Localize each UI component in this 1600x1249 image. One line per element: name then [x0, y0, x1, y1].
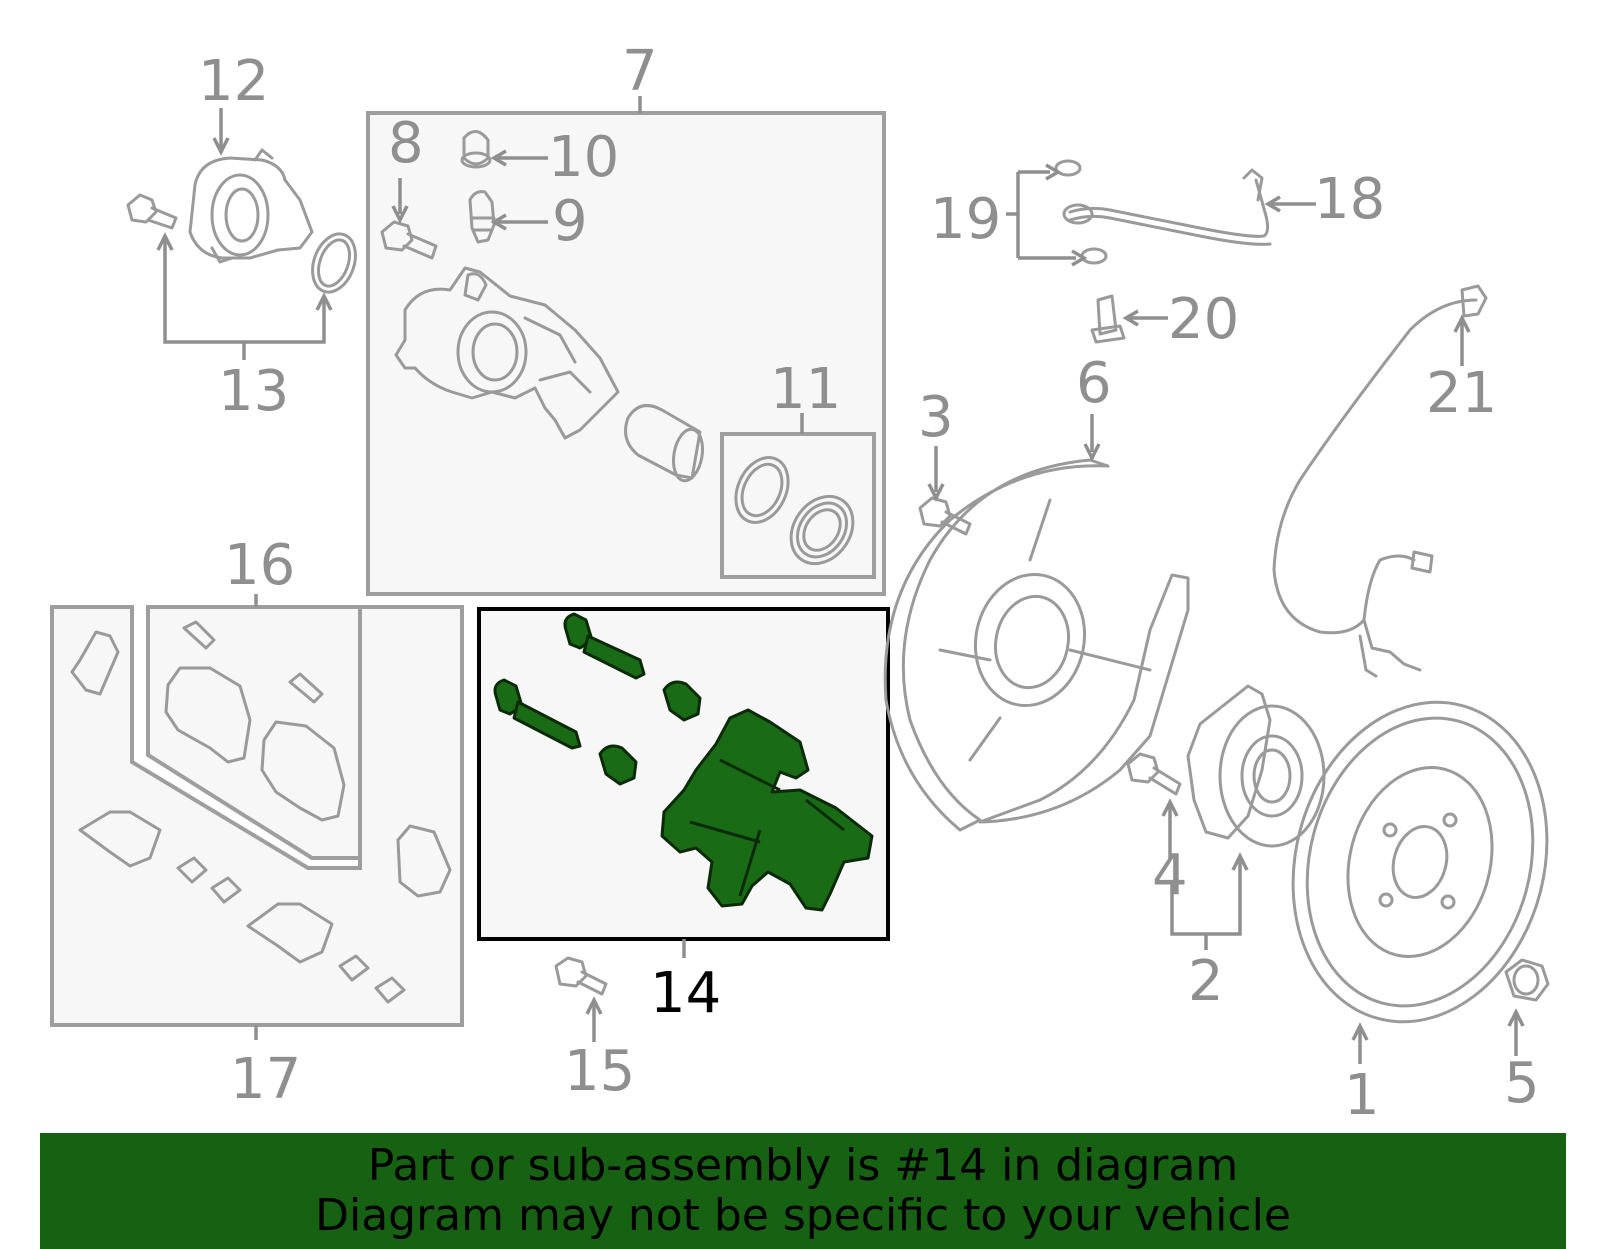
- bracket-bolt: [554, 956, 608, 996]
- caliper-guide-pins: [493, 612, 646, 750]
- callout-1: 1: [1344, 1063, 1380, 1128]
- brake-rotor: [1291, 700, 1549, 1024]
- callout-16: 16: [224, 533, 295, 598]
- brake-hose: [1054, 159, 1272, 265]
- banner-line-part: Part or sub-assembly is #14 in diagram: [367, 1140, 1239, 1191]
- brake-pad-shim: [70, 620, 324, 704]
- callout-7: 7: [622, 39, 658, 104]
- callout-19-bracket: [1006, 170, 1076, 260]
- callout-3: 3: [918, 385, 954, 450]
- callout-19: 19: [930, 187, 1001, 252]
- hose-bolt: [1090, 294, 1126, 344]
- piston: [624, 404, 705, 483]
- callout-15: 15: [564, 1039, 635, 1104]
- callout-4: 4: [1152, 843, 1188, 908]
- piston-seals: [734, 456, 855, 566]
- brake-pads: [164, 666, 346, 822]
- pad-set-box: [146, 605, 362, 860]
- dust-shield: [883, 458, 1190, 832]
- callout-13-bracket: [163, 238, 326, 360]
- bleeder-cap: [460, 130, 492, 169]
- callout-21: 21: [1426, 361, 1497, 426]
- callout-14: 14: [650, 961, 721, 1026]
- bleeder-screw: [468, 190, 496, 244]
- caliper-body: [394, 266, 620, 440]
- callout-20: 20: [1168, 287, 1239, 352]
- callout-5: 5: [1504, 1051, 1540, 1116]
- caliper-bracket: [660, 708, 874, 912]
- callout-9: 9: [552, 189, 588, 254]
- callout-18: 18: [1314, 167, 1385, 232]
- motor-bolt: [126, 193, 178, 230]
- callout-8: 8: [388, 111, 424, 176]
- parking-brake-motor: [188, 148, 357, 294]
- callout-17: 17: [230, 1047, 301, 1112]
- abs-sensor-wire: [1272, 284, 1488, 678]
- callout-12: 12: [198, 49, 269, 114]
- callout-11: 11: [770, 357, 841, 422]
- banner-line-disclaimer: Diagram may not be specific to your vehi…: [315, 1190, 1291, 1241]
- hub-bolt: [1126, 752, 1182, 796]
- callout-6: 6: [1076, 351, 1112, 416]
- callout-2: 2: [1188, 949, 1224, 1014]
- callout-10: 10: [548, 125, 619, 190]
- pad-clips: [78, 810, 452, 1004]
- shield-bolt: [918, 496, 972, 536]
- hub-nut: [1504, 958, 1550, 1002]
- guide-bolt-8: [380, 220, 438, 260]
- callout-13: 13: [218, 359, 289, 424]
- guide-pin-boots: [598, 680, 702, 786]
- info-banner: Part or sub-assembly is #14 in diagram D…: [40, 1133, 1566, 1249]
